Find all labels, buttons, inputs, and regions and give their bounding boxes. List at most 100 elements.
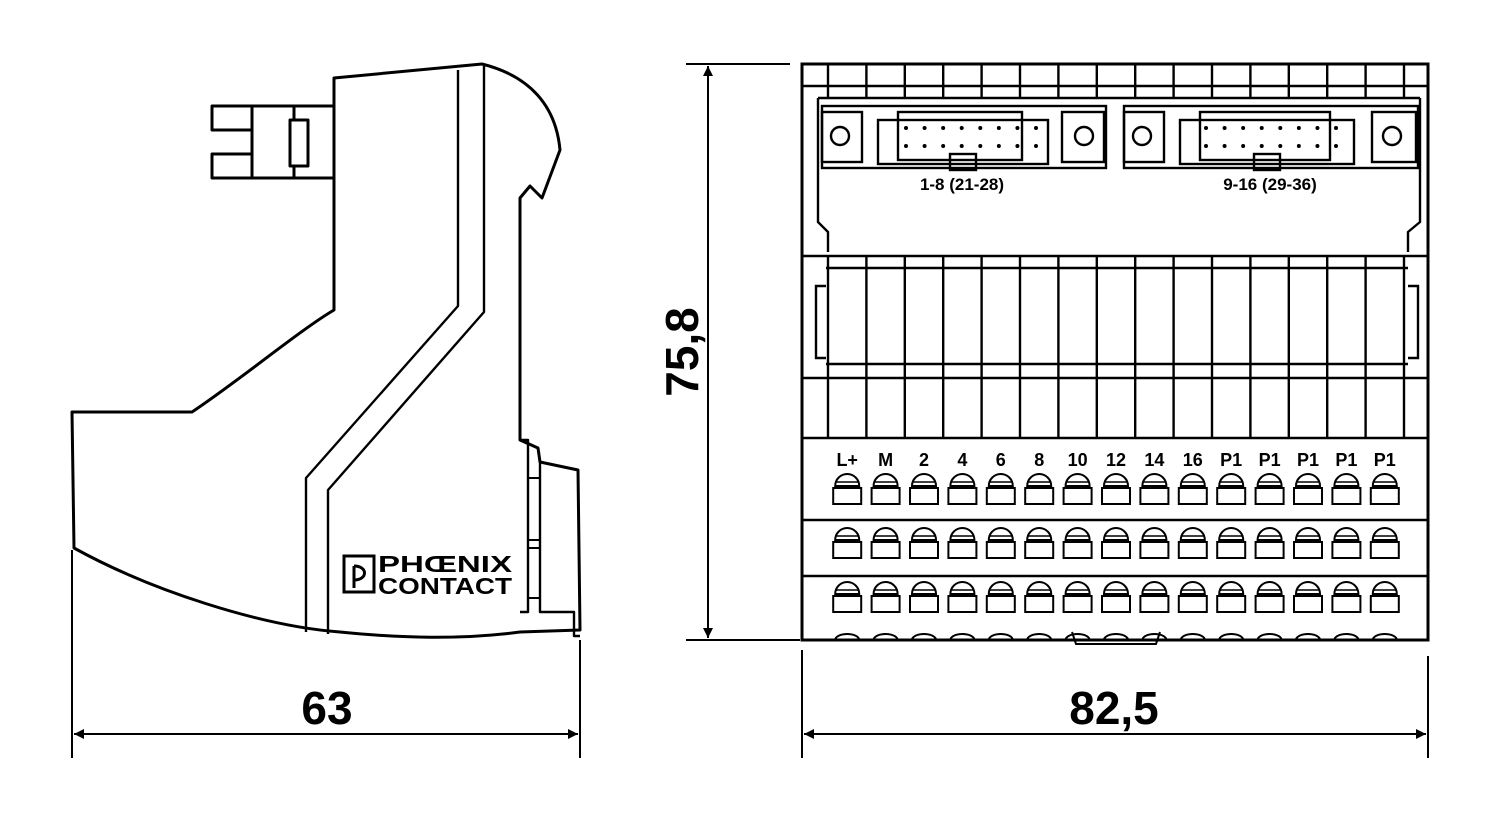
screw-terminal[interactable] (1331, 527, 1362, 559)
connector-2-label: 9-16 (29-36) (1223, 175, 1317, 194)
screw-terminal[interactable] (1293, 581, 1323, 613)
terminal-label: P1 (1335, 450, 1357, 470)
screw-terminal[interactable] (1101, 527, 1131, 559)
bottom-clip (1256, 633, 1283, 641)
terminal-column (1369, 473, 1400, 641)
pin-dot (959, 144, 964, 148)
height-dimension-value: 75,8 (656, 307, 708, 397)
connector-1 (820, 104, 1108, 172)
pin-dot (1241, 144, 1246, 148)
terminal-column (1177, 473, 1208, 641)
pin-dot (1015, 126, 1020, 130)
screw-terminal[interactable] (1369, 473, 1400, 505)
screw-terminal[interactable] (1369, 527, 1400, 559)
terminal-column (1062, 473, 1093, 641)
screw-terminal[interactable] (832, 581, 863, 613)
pin-dot (941, 126, 946, 130)
screw-terminal[interactable] (870, 581, 901, 613)
screw-terminal[interactable] (1101, 581, 1131, 613)
bottom-clip (911, 633, 937, 641)
connector-1-label: 1-8 (21-28) (920, 175, 1004, 194)
pin-dot (1296, 144, 1301, 148)
bottom-clip (1218, 633, 1245, 641)
screw-terminal[interactable] (1216, 527, 1247, 559)
screw-terminal[interactable] (832, 473, 863, 505)
screw-terminal[interactable] (1101, 473, 1131, 505)
depth-dimension-value: 63 (301, 682, 352, 734)
pin-dot (1259, 126, 1264, 130)
pin-dot (1278, 144, 1283, 148)
screw-terminal[interactable] (909, 473, 939, 505)
width-dimension (801, 650, 1429, 758)
height-dimension (686, 63, 800, 641)
terminal-column (832, 473, 863, 641)
screw-terminal[interactable] (1139, 581, 1170, 613)
screw-terminal[interactable] (1254, 581, 1285, 613)
pin-dot (1204, 126, 1208, 130)
terminal-label: L+ (836, 450, 858, 470)
screw-terminal[interactable] (985, 473, 1016, 505)
pin-dot (1334, 126, 1338, 130)
screw-terminal[interactable] (1139, 473, 1170, 505)
terminal-column (1254, 473, 1285, 641)
screw-terminal[interactable] (1216, 473, 1247, 505)
screw-terminal[interactable] (1062, 527, 1093, 559)
front-housing (800, 62, 1430, 642)
side-view (70, 62, 582, 639)
bottom-clip (1103, 633, 1129, 641)
screw-terminal[interactable] (870, 527, 901, 559)
screw-terminal[interactable] (909, 527, 939, 559)
screw-terminal[interactable] (947, 473, 978, 505)
front-view (800, 62, 1430, 645)
terminal-label: 6 (996, 450, 1006, 470)
screw-terminal[interactable] (1254, 527, 1285, 559)
terminal-label: 10 (1068, 450, 1088, 470)
screw-terminal[interactable] (1331, 473, 1362, 505)
screw-terminal[interactable] (1024, 473, 1055, 505)
terminal-column (1101, 473, 1131, 641)
terminal-label: 2 (919, 450, 929, 470)
bottom-clip (1179, 633, 1206, 641)
screw-terminal[interactable] (832, 527, 863, 559)
screw-terminal[interactable] (1293, 473, 1323, 505)
terminal-column (1139, 473, 1170, 641)
screw-terminal[interactable] (1177, 473, 1208, 505)
screw-terminal[interactable] (1139, 527, 1170, 559)
pin-dot (1034, 126, 1038, 130)
bottom-clip (1295, 633, 1321, 641)
terminal-column (1293, 473, 1323, 641)
screw-terminal[interactable] (1369, 581, 1400, 613)
screw-terminal[interactable] (947, 527, 978, 559)
pin-dot (904, 126, 908, 130)
pin-dot (904, 144, 908, 148)
screw-terminal[interactable] (1177, 581, 1208, 613)
logo-line2: CONTACT (378, 573, 512, 599)
pin-dot (1222, 144, 1227, 148)
screw-terminal[interactable] (1024, 581, 1055, 613)
pin-dot (1315, 144, 1320, 148)
plug-connector (210, 104, 334, 180)
terminal-column (947, 473, 978, 641)
bottom-clip (949, 633, 976, 641)
screw-terminal[interactable] (1331, 581, 1362, 613)
terminal-column (985, 473, 1016, 641)
screw-terminal[interactable] (985, 527, 1016, 559)
terminal-label: M (878, 450, 893, 470)
pin-dot (1015, 144, 1020, 148)
screw-terminal[interactable] (870, 473, 901, 505)
screw-terminal[interactable] (1254, 473, 1285, 505)
screw-terminal[interactable] (1293, 527, 1323, 559)
terminal-label: P1 (1220, 450, 1242, 470)
terminal-blocks (832, 473, 1400, 641)
screw-terminal[interactable] (1024, 527, 1055, 559)
screw-terminal[interactable] (1216, 581, 1247, 613)
screw-terminal[interactable] (985, 581, 1016, 613)
screw-terminal[interactable] (1177, 527, 1208, 559)
phoenix-contact-logo: PHŒNIX CONTACT (342, 551, 513, 599)
bottom-clip (1026, 633, 1053, 641)
screw-terminal[interactable] (947, 581, 978, 613)
screw-terminal[interactable] (1062, 581, 1093, 613)
screw-terminal[interactable] (1062, 473, 1093, 505)
screw-terminal[interactable] (909, 581, 939, 613)
